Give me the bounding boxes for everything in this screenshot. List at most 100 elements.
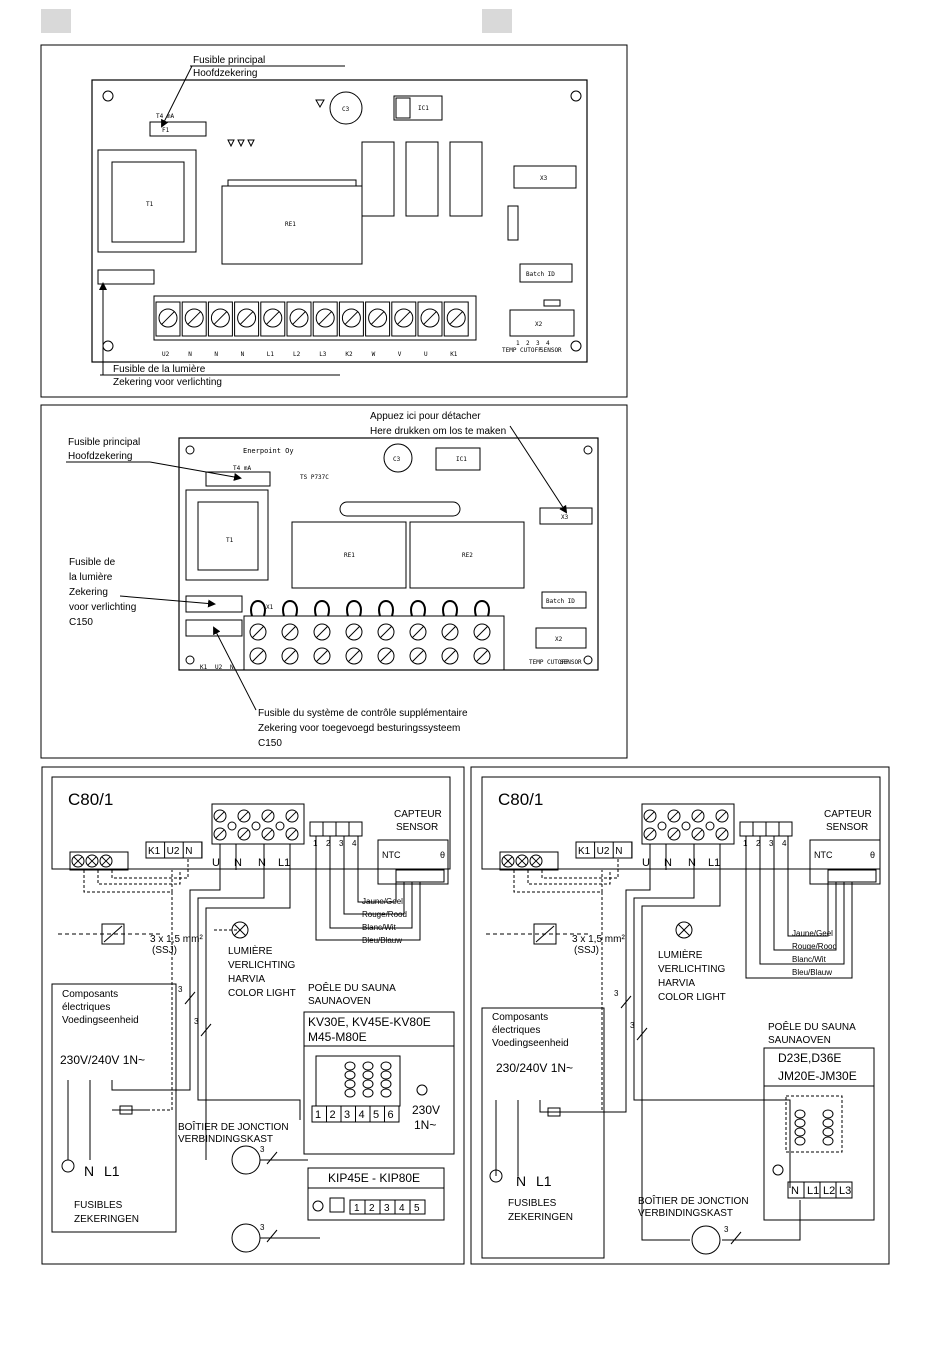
terminal-screw xyxy=(249,623,267,641)
manufacturer: Enerpoint Oy xyxy=(243,447,294,455)
component-label: X2 xyxy=(555,636,563,643)
component-label: X2 xyxy=(535,321,543,328)
kip-terminal-label: 5 xyxy=(414,1203,420,1214)
sensor-title-fr: CAPTEUR xyxy=(394,809,442,820)
wire-color-label: Rouge/Rood xyxy=(792,942,837,951)
supply-label-line: Composants xyxy=(492,1012,548,1023)
fuse-label: F1 xyxy=(162,127,170,134)
batch-id: Batch ID xyxy=(526,271,555,278)
junction-box-nl: VERBINDINGSKAST xyxy=(178,1134,273,1145)
light-label-line: VERLICHTING xyxy=(228,960,295,971)
sensor-label: SENSOR xyxy=(540,347,562,354)
terminal-screw xyxy=(501,854,515,868)
component-label: X1 xyxy=(266,604,274,611)
page-tab-left xyxy=(41,9,71,33)
light-label-line: LUMIÈRE xyxy=(228,944,273,957)
kip-terminal-label: 3 xyxy=(384,1203,390,1214)
component-label: C3 xyxy=(342,106,350,113)
light-label-line: COLOR LIGHT xyxy=(228,988,296,999)
oven-terminal-label: 3 xyxy=(344,1109,350,1121)
kip-terminal-label: 1 xyxy=(354,1203,360,1214)
oven-terminal-label: 2 xyxy=(330,1109,336,1121)
terminal-screw xyxy=(441,647,459,665)
component-label: IC1 xyxy=(456,456,467,463)
kip-terminal-label: 2 xyxy=(369,1203,375,1214)
oven-models-1: KV30E, KV45E-KV80E xyxy=(308,1015,431,1029)
terminal-screw xyxy=(377,623,395,641)
terminal-screw xyxy=(473,623,491,641)
terminal-screw xyxy=(377,647,395,665)
terminal-screw xyxy=(237,308,257,328)
terminal-screw xyxy=(289,308,309,328)
terminal-label: K1 xyxy=(450,351,458,358)
page-tab-right xyxy=(482,9,512,33)
sensor-pin-label: 4 xyxy=(352,839,357,848)
terminal-screw xyxy=(210,308,230,328)
terminal-screw xyxy=(529,854,543,868)
supply-voltage: 230/240V 1N~ xyxy=(496,1061,573,1075)
supply-label-line: électriques xyxy=(492,1025,540,1036)
fuse-ctrl-label-fr: Fusible du système de contrôle supplémen… xyxy=(258,708,468,719)
ssj-label: (SSJ) xyxy=(574,945,599,956)
component-label: T1 xyxy=(146,201,154,208)
terminal-screw xyxy=(473,647,491,665)
press-label-nl: Here drukken om los te maken xyxy=(370,426,506,437)
fuse-main-label-fr: Fusible principal xyxy=(193,55,265,66)
component-label: RE1 xyxy=(285,221,296,228)
terminal-screw xyxy=(213,809,227,823)
terminal-screw xyxy=(715,827,729,841)
ntc-label: NTC xyxy=(814,850,833,860)
terminal-screw xyxy=(441,623,459,641)
terminal-screw xyxy=(184,308,204,328)
terminal-label: N xyxy=(214,351,218,358)
terminal-screw xyxy=(85,854,99,868)
terminal-screw xyxy=(313,623,331,641)
terminal-label: N xyxy=(230,664,234,671)
terminal-screw xyxy=(281,647,299,665)
terminal-screw xyxy=(409,623,427,641)
supply-label-line: Voedingseenheid xyxy=(492,1038,569,1049)
terminal-screw xyxy=(249,647,267,665)
batch-id: Batch ID xyxy=(546,598,575,605)
supply-label-line: Voedingseenheid xyxy=(62,1015,139,1026)
oven-terminal-label: L2 xyxy=(823,1185,835,1197)
fuses-label-nl: ZEKERINGEN xyxy=(74,1214,139,1225)
oven-terminal-label: L3 xyxy=(839,1185,851,1197)
fuse-rating: T4 mA xyxy=(233,465,251,472)
fuses-label-fr: FUSIBLES xyxy=(508,1198,557,1209)
oven-terminal-label: 4 xyxy=(359,1109,365,1121)
terminal-label: U2 xyxy=(167,846,180,857)
fuse-light-label-line: C150 xyxy=(69,617,93,628)
wire-color-label: Blanc/Wit xyxy=(792,955,827,964)
temp-cutoff-label: TEMP CUTOFF xyxy=(529,659,569,666)
terminal-label: L3 xyxy=(319,351,327,358)
supply-label-line: électriques xyxy=(62,1002,110,1013)
oven-label-nl: SAUNAOVEN xyxy=(768,1035,831,1046)
fuse-light-label-line: voor verlichting xyxy=(69,602,136,613)
light-label-line: HARVIA xyxy=(658,978,695,989)
terminal-label: L1 xyxy=(267,351,275,358)
oven-terminal-label: 1 xyxy=(315,1109,321,1121)
oven-voltage-1: 230V xyxy=(412,1103,440,1117)
terminal-screw xyxy=(715,809,729,823)
wire-count-label: 3 xyxy=(724,1225,729,1234)
oven-terminal-label: L1 xyxy=(807,1185,819,1197)
neutral-label: N xyxy=(84,1163,94,1179)
wire-count-label: 3 xyxy=(630,1021,635,1030)
wire-count-label: 3 xyxy=(614,989,619,998)
oven-models-1: D23E,D36E xyxy=(778,1051,841,1065)
wire-count-label: 3 xyxy=(178,985,183,994)
terminal-label: V xyxy=(398,351,402,358)
oven-label-fr: POÊLE DU SAUNA xyxy=(768,1020,856,1033)
fuse-light-label-line: la lumière xyxy=(69,572,113,583)
sensor-pin-label: 2 xyxy=(526,340,530,347)
oven-voltage-2: 1N~ xyxy=(414,1118,436,1132)
terminal-screw xyxy=(263,308,283,328)
sensor-pin-label: 1 xyxy=(516,340,520,347)
fuses-label-fr: FUSIBLES xyxy=(74,1200,123,1211)
terminal-screw xyxy=(667,809,681,823)
light-label-line: HARVIA xyxy=(228,974,265,985)
terminal-label: N xyxy=(664,857,672,869)
